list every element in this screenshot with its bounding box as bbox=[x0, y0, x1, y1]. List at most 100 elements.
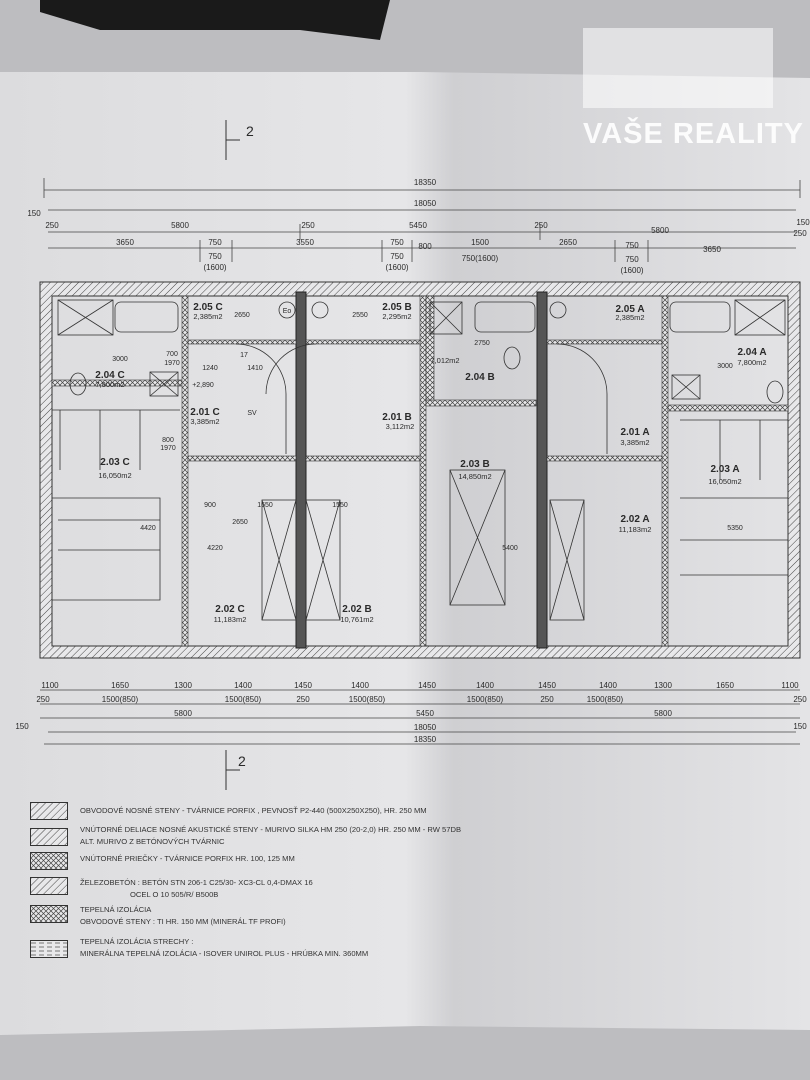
svg-text:750: 750 bbox=[625, 255, 639, 264]
svg-text:800: 800 bbox=[418, 242, 432, 251]
svg-text:250: 250 bbox=[540, 695, 554, 704]
legend-item: VNÚTORNÉ DELIACE NOSNÉ AKUSTICKÉ STENY -… bbox=[80, 825, 462, 846]
legend-item: ŽELEZOBETÓN : BETÓN STN 206-1 C25/30- XC… bbox=[80, 878, 313, 899]
svg-text:1500: 1500 bbox=[471, 238, 489, 247]
svg-text:(1600): (1600) bbox=[620, 266, 643, 275]
svg-text:250: 250 bbox=[36, 695, 50, 704]
svg-text:3550: 3550 bbox=[296, 238, 314, 247]
svg-text:5400: 5400 bbox=[502, 545, 518, 552]
section-marker-top: 2 bbox=[225, 120, 254, 160]
legend-item: TEPELNÁ IZOLÁCIA STRECHY :MINERÁLNA TEPE… bbox=[80, 937, 369, 958]
svg-text:750: 750 bbox=[390, 238, 404, 247]
svg-text:2550: 2550 bbox=[352, 312, 368, 319]
svg-text:2,385m2: 2,385m2 bbox=[193, 312, 222, 321]
svg-text:5800: 5800 bbox=[174, 709, 192, 718]
paper-sheet bbox=[0, 72, 810, 1035]
svg-text:1400: 1400 bbox=[234, 681, 252, 690]
svg-text:3650: 3650 bbox=[703, 245, 721, 254]
svg-text:2.03 A: 2.03 A bbox=[710, 464, 739, 475]
svg-text:1400: 1400 bbox=[351, 681, 369, 690]
svg-text:2.01 B: 2.01 B bbox=[382, 412, 411, 423]
svg-text:1500(850): 1500(850) bbox=[102, 695, 139, 704]
dimensions-bottom: 1100 1650 1300 1400 1450 1400 1450 1400 1450 1400… bbox=[15, 681, 807, 744]
svg-text:18350: 18350 bbox=[414, 735, 437, 744]
svg-text:1100: 1100 bbox=[41, 681, 59, 690]
svg-text:3650: 3650 bbox=[116, 238, 134, 247]
dimension-lines-top bbox=[43, 178, 801, 262]
svg-text:1500(850): 1500(850) bbox=[467, 695, 504, 704]
svg-text:800: 800 bbox=[162, 437, 174, 444]
watermark-text: VAŠE REALITY bbox=[583, 118, 804, 150]
walls bbox=[39, 281, 801, 659]
svg-text:2.05 A: 2.05 A bbox=[615, 304, 644, 315]
svg-text:3,385m2: 3,385m2 bbox=[190, 417, 219, 426]
legend-swatch-roof-insulation bbox=[30, 940, 68, 958]
svg-text:SV: SV bbox=[247, 410, 257, 417]
svg-text:1300: 1300 bbox=[174, 681, 192, 690]
svg-text:250: 250 bbox=[534, 221, 548, 230]
svg-text:250: 250 bbox=[793, 695, 807, 704]
svg-text:3000: 3000 bbox=[717, 363, 733, 370]
svg-text:150: 150 bbox=[27, 209, 41, 218]
legend-swatch-insulation bbox=[30, 905, 68, 923]
svg-text:11,183m2: 11,183m2 bbox=[214, 615, 247, 624]
svg-text:16,050m2: 16,050m2 bbox=[708, 477, 741, 486]
svg-text:5800: 5800 bbox=[171, 221, 189, 230]
svg-text:2.02 B: 2.02 B bbox=[342, 604, 371, 615]
fixtures bbox=[52, 299, 788, 621]
svg-text:(1600): (1600) bbox=[385, 263, 408, 272]
svg-text:2,295m2: 2,295m2 bbox=[382, 312, 411, 321]
svg-text:5800: 5800 bbox=[651, 226, 669, 235]
legend-item: OBVODOVÉ NOSNÉ STENY - TVÁRNICE PORFIX ,… bbox=[80, 806, 427, 815]
svg-text:1650: 1650 bbox=[111, 681, 129, 690]
svg-text:250: 250 bbox=[45, 221, 59, 230]
svg-text:18350: 18350 bbox=[414, 178, 437, 187]
legend-swatch-partitions bbox=[30, 852, 68, 870]
svg-text:18050: 18050 bbox=[414, 199, 437, 208]
legend-item: VNÚTORNÉ PRIEČKY - TVÁRNICE PORFIX hr. 1… bbox=[80, 854, 295, 863]
svg-text:2.03 C: 2.03 C bbox=[100, 457, 129, 468]
svg-text:1410: 1410 bbox=[247, 365, 263, 372]
svg-text:750: 750 bbox=[625, 241, 639, 250]
party-wall-right bbox=[536, 291, 548, 649]
legend-swatch-interior-walls bbox=[30, 828, 68, 846]
svg-text:1500(850): 1500(850) bbox=[587, 695, 624, 704]
svg-text:2.05 B: 2.05 B bbox=[382, 302, 411, 313]
svg-text:1550: 1550 bbox=[332, 502, 348, 509]
svg-text:750: 750 bbox=[208, 238, 222, 247]
svg-text:1450: 1450 bbox=[294, 681, 312, 690]
svg-text:7,800m2: 7,800m2 bbox=[95, 380, 124, 389]
svg-text:1400: 1400 bbox=[599, 681, 617, 690]
svg-text:2.04 C: 2.04 C bbox=[95, 370, 124, 381]
svg-text:2: 2 bbox=[238, 753, 246, 769]
svg-text:2650: 2650 bbox=[559, 238, 577, 247]
dimensions-top: 18350 18050 150 150 250 5800 250 5450 25… bbox=[27, 178, 810, 275]
svg-text:150: 150 bbox=[15, 722, 29, 731]
party-wall-left bbox=[295, 291, 307, 649]
svg-text:2: 2 bbox=[246, 123, 254, 139]
svg-text:2.04 B: 2.04 B bbox=[465, 372, 494, 383]
svg-text:2650: 2650 bbox=[232, 519, 248, 526]
svg-text:2650: 2650 bbox=[234, 312, 250, 319]
svg-text:1100: 1100 bbox=[781, 681, 799, 690]
svg-text:150: 150 bbox=[793, 722, 807, 731]
svg-text:5350: 5350 bbox=[727, 525, 743, 532]
svg-text:1240: 1240 bbox=[202, 365, 218, 372]
svg-text:18050: 18050 bbox=[414, 723, 437, 732]
svg-text:11,183m2: 11,183m2 bbox=[619, 525, 652, 534]
svg-text:1400: 1400 bbox=[476, 681, 494, 690]
svg-text:750: 750 bbox=[390, 252, 404, 261]
legend-swatch-exterior-walls bbox=[30, 802, 68, 820]
svg-text:1450: 1450 bbox=[418, 681, 436, 690]
svg-text:1500(850): 1500(850) bbox=[225, 695, 262, 704]
svg-text:14,850m2: 14,850m2 bbox=[458, 472, 491, 481]
svg-text:2.02 C: 2.02 C bbox=[215, 604, 244, 615]
svg-text:7,800m2: 7,800m2 bbox=[737, 358, 766, 367]
svg-text:16,050m2: 16,050m2 bbox=[98, 471, 131, 480]
dimension-lines-bottom bbox=[40, 689, 800, 745]
svg-text:7,012m2: 7,012m2 bbox=[430, 356, 459, 365]
svg-text:1450: 1450 bbox=[538, 681, 556, 690]
